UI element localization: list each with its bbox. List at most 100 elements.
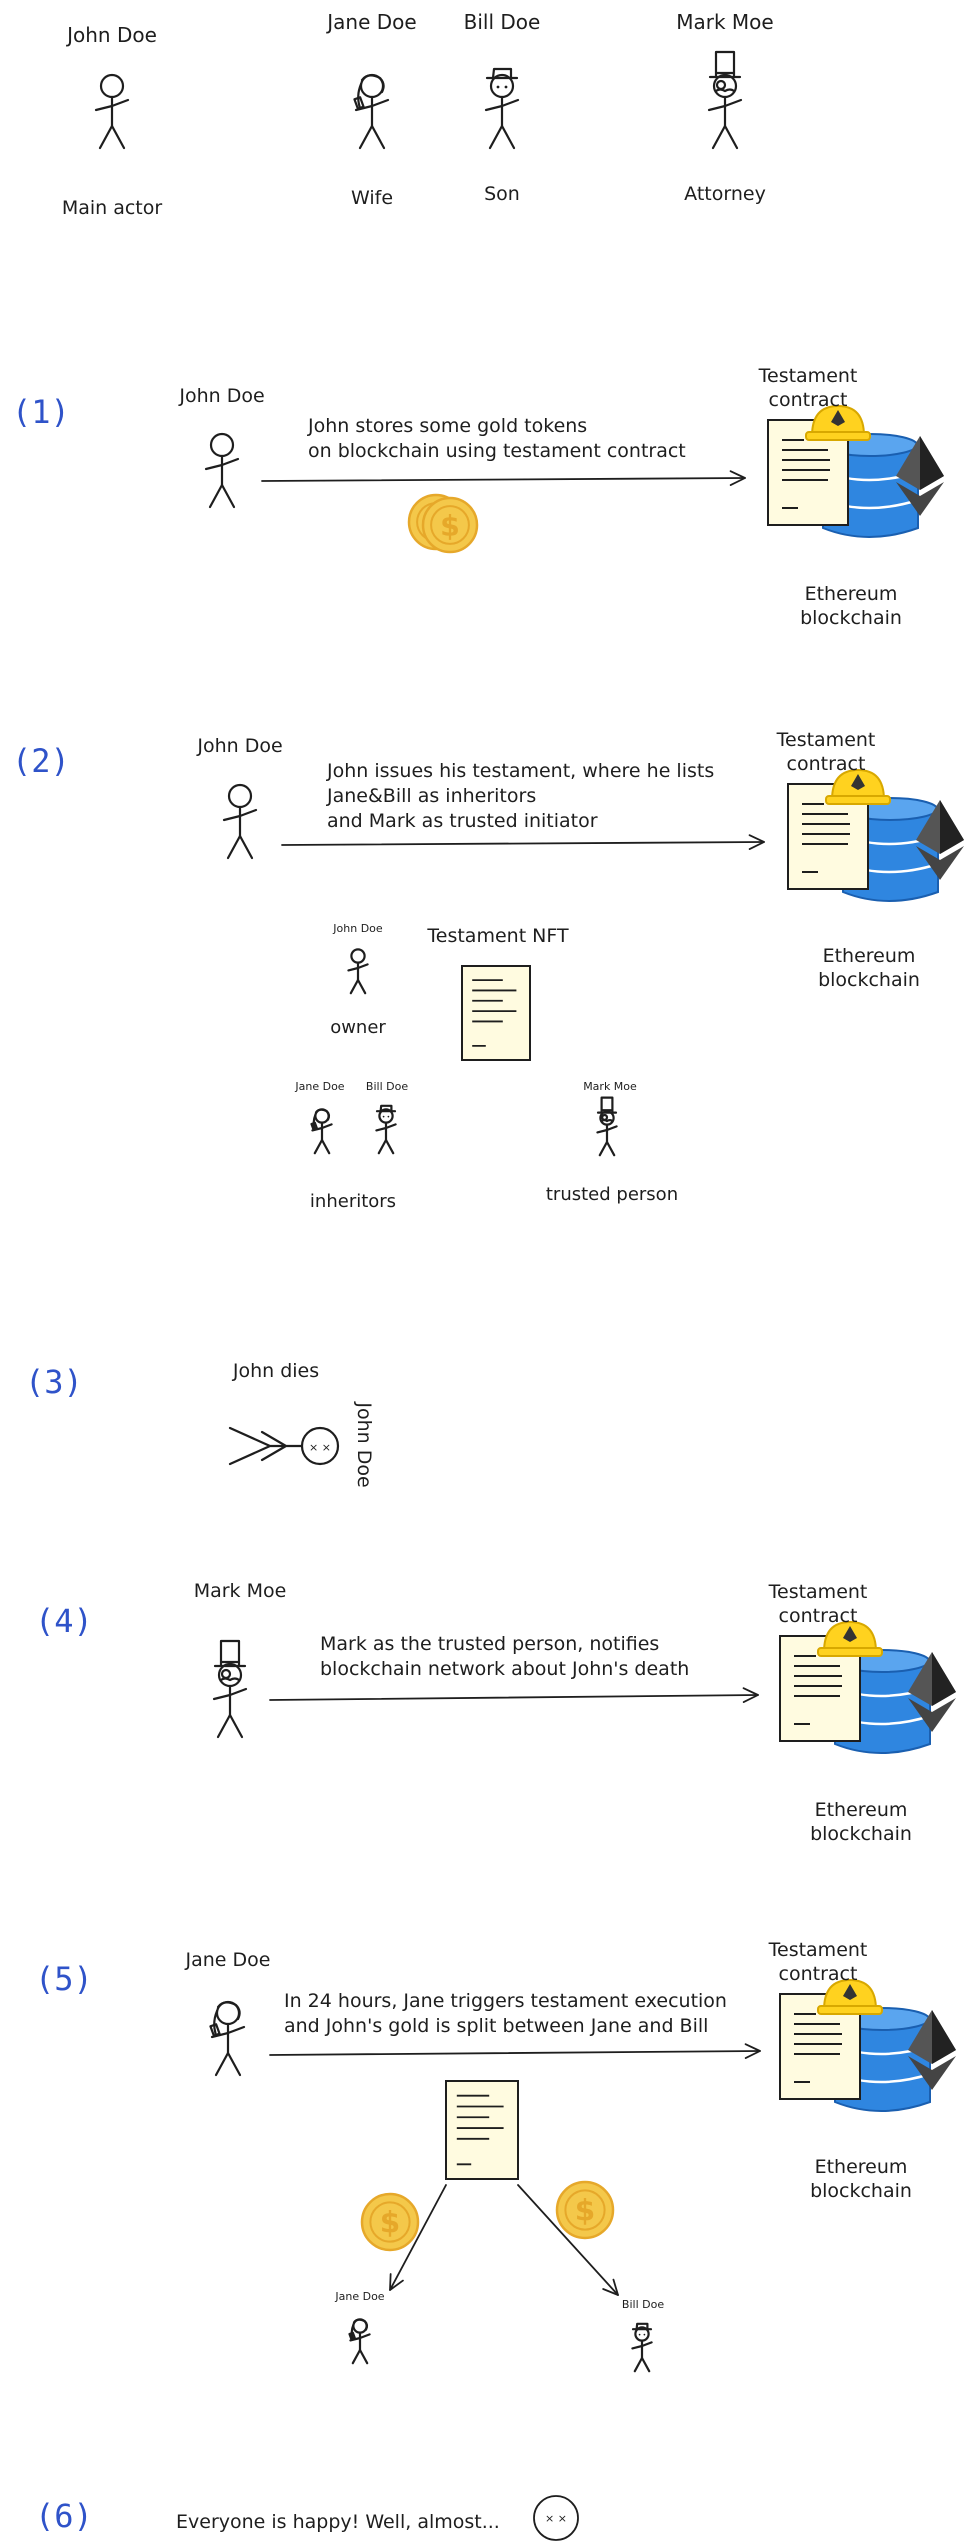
stick-figure-legs [351, 2348, 369, 2365]
phone-icon [353, 96, 365, 110]
stick-figure-arms [94, 98, 130, 112]
fedora-hat-icon [485, 67, 519, 80]
cast-name: John Doe [65, 23, 157, 47]
arrow-to-contract [269, 2043, 761, 2059]
stick-figure-legs [711, 124, 739, 150]
step-text: Mark as the trusted person, notifies [320, 1633, 659, 1655]
stick-figure-head [209, 432, 235, 458]
stick-figure-jane-doe [353, 73, 390, 150]
step-number: (4) [35, 1602, 93, 1640]
stick-figure-legs [633, 2356, 651, 2373]
nft-title: Testament NFT [426, 925, 569, 947]
top-hat-icon [213, 1639, 247, 1668]
document-icon [445, 2080, 519, 2180]
stick-figure-arms [596, 1125, 618, 1134]
stick-figure-bill-doe [631, 2322, 653, 2373]
eye-icon [382, 1115, 385, 1118]
stick-figure-arms [631, 2341, 653, 2350]
hair-icon [352, 2318, 369, 2331]
stick-figure-legs [226, 834, 254, 860]
stick-figure-arms [354, 98, 390, 112]
contract-label: Testament [768, 1939, 868, 1961]
contract-label: Testament [768, 1581, 868, 1603]
hard-hat-icon [817, 1620, 883, 1657]
actor-name: John Doe [178, 385, 264, 407]
contract-label: contract [769, 389, 848, 411]
contract-label: contract [779, 1963, 858, 1985]
step-text: John dies [232, 1360, 319, 1382]
stick-figure-legs [216, 1713, 244, 1739]
hard-hat-icon [805, 404, 871, 441]
stick-figure-legs [98, 124, 126, 150]
hair-icon [216, 2001, 241, 2021]
fedora-hat-icon [375, 1104, 397, 1113]
step-number: (2) [12, 742, 70, 780]
stick-figure-legs [488, 124, 516, 150]
cast-name: Jane Doe [325, 10, 416, 34]
cast-name: Mark Moe [676, 10, 773, 34]
stick-figure-arms [212, 1687, 248, 1701]
step-text: and John's gold is split between Jane an… [284, 2015, 708, 2037]
ethereum-logo-icon [908, 2010, 956, 2090]
document-icon [461, 965, 531, 1061]
stick-figure-head [99, 73, 125, 99]
dead-eyes-icon: × × [309, 1441, 331, 1454]
stick-figure-arms [375, 1123, 397, 1132]
mini-name: Mark Moe [583, 1080, 637, 1093]
cast-role: Son [484, 183, 520, 205]
actor-name: Jane Doe [185, 1949, 271, 1971]
mini-name: Bill Doe [366, 1080, 408, 1093]
dollar-sign: $ [575, 2194, 595, 2228]
mustache-icon [600, 1119, 614, 1123]
cast-role: Wife [351, 187, 393, 209]
stick-figure-bill-doe [484, 67, 520, 150]
eye-icon [387, 1115, 390, 1118]
ponytail-icon [213, 2009, 219, 2037]
ethereum-logo-icon [916, 800, 964, 880]
stick-figure-jane-doe [348, 2318, 371, 2365]
eye-icon [504, 85, 508, 89]
stick-figure-legs [349, 978, 367, 995]
blockchain-label: Ethereum [815, 2156, 908, 2178]
stick-figure-head [227, 783, 253, 809]
stick-figure-dead-john: × × [228, 1426, 340, 1466]
stick-figure-mark-moe [707, 50, 743, 150]
nft-role-label: owner [330, 1017, 386, 1038]
arrow-to-bill [517, 2184, 619, 2296]
actor-name: John Doe [196, 735, 282, 757]
hair-icon [360, 74, 385, 94]
mustache-icon [714, 88, 736, 93]
cast-name: Bill Doe [464, 10, 541, 34]
step-text: and Mark as trusted initiator [327, 810, 598, 832]
rotated-name: John Doe [353, 1401, 375, 1487]
stick-figure-arms [204, 457, 240, 471]
nft-role-label: inheritors [310, 1191, 396, 1212]
stick-figure-legs [377, 1138, 395, 1155]
phone-icon [209, 2023, 221, 2037]
dollar-sign: $ [440, 509, 460, 542]
stick-figure-legs [598, 1140, 616, 1157]
blockchain-label: blockchain [810, 2180, 912, 2202]
ponytail-icon [350, 2323, 355, 2341]
stick-figure-bill-doe [375, 1104, 397, 1155]
stick-figure-legs [214, 2051, 242, 2077]
blockchain-label: Ethereum [815, 1799, 908, 1821]
arrow-to-jane [389, 2184, 447, 2291]
step-number: (1) [12, 393, 70, 431]
stick-figure-arms [484, 98, 520, 112]
contract-label: Testament [758, 365, 858, 387]
mini-name: Bill Doe [622, 2298, 664, 2311]
top-hat-icon [596, 1096, 618, 1114]
step-text: blockchain network about John's death [320, 1658, 689, 1680]
stick-figure-jane-doe [209, 2000, 246, 2077]
stick-figure-owner [347, 948, 369, 995]
arrow-to-contract [269, 1687, 759, 1704]
contract-cluster [787, 768, 964, 902]
stick-figure-mark-moe [596, 1096, 618, 1157]
stick-figure-legs [208, 483, 236, 509]
dollar-coin-icon: $ [421, 496, 479, 554]
eye-icon [638, 2333, 641, 2336]
step-text: Jane&Bill as inheritors [326, 785, 536, 807]
stick-figure-jane-doe [310, 1108, 333, 1155]
